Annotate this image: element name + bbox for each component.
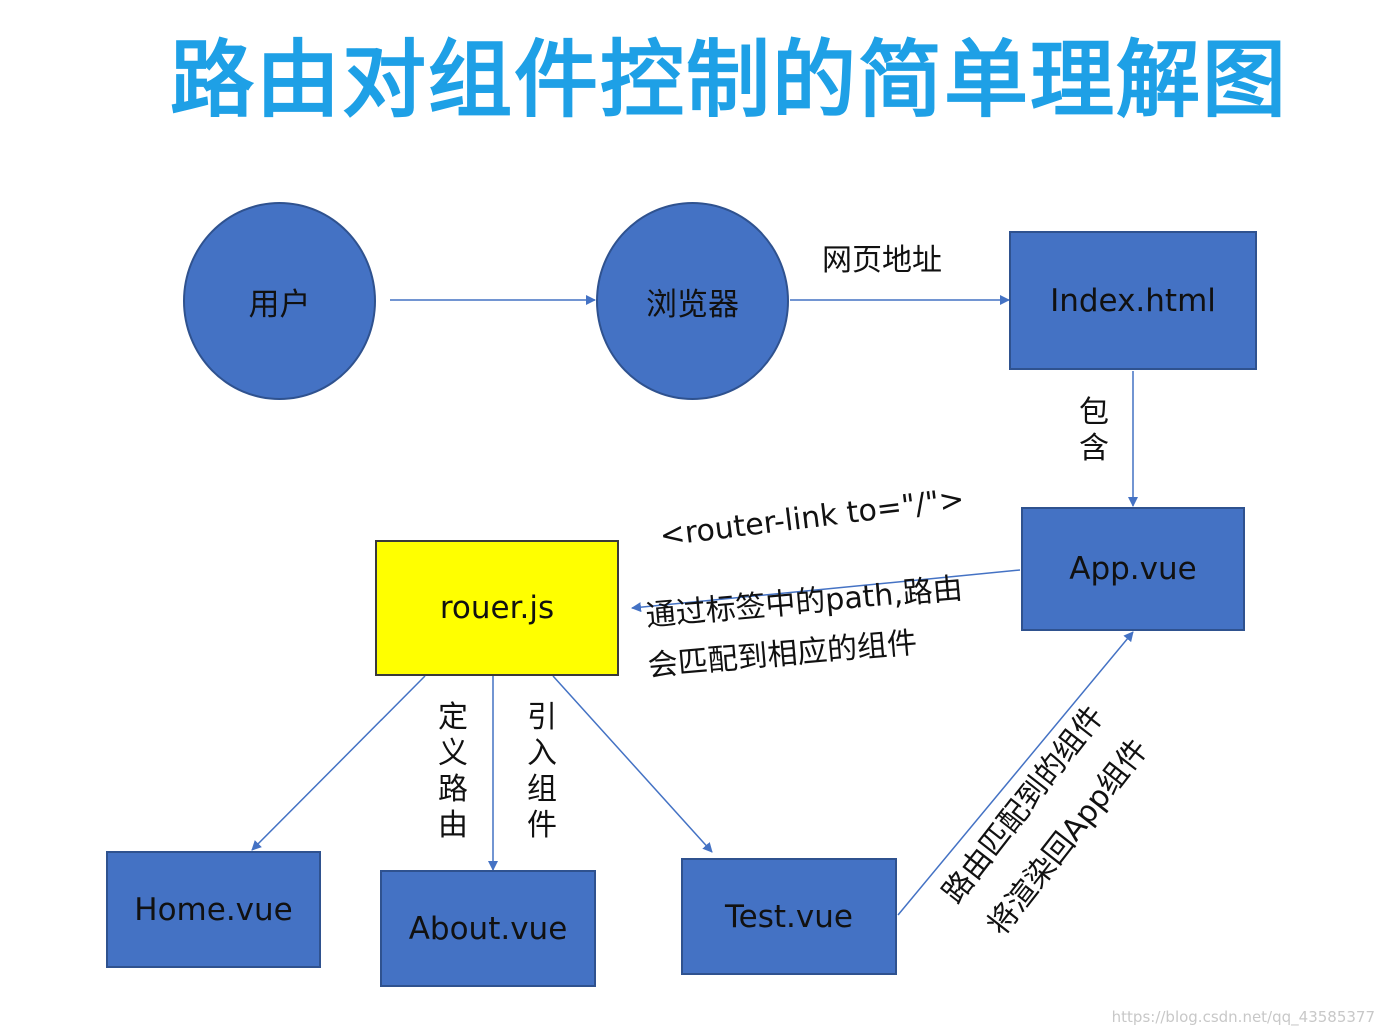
arrow-app-to-router [631,569,1021,613]
contains-label: 包含 [1079,395,1109,466]
router-js-label: rouer.js [439,590,555,626]
import-component-label: 引入组件 [527,700,557,843]
browser-label: 浏览器 [646,286,739,323]
browser-node: 浏览器 [596,202,789,400]
about-vue-label: About.vue [408,910,568,947]
app-vue-label: App.vue [1069,551,1197,587]
arrow-test-to-app [897,631,1134,916]
test-vue-label: Test.vue [725,898,853,935]
index-html-label: Index.html [1050,282,1216,319]
arrow-router-to-home [251,675,426,851]
index-html-node: Index.html [1009,231,1257,370]
test-vue-node: Test.vue [681,858,897,975]
router-js-node: rouer.js [375,540,619,676]
arrow-router-to-test [552,675,713,853]
home-vue-node: Home.vue [106,851,321,968]
home-vue-label: Home.vue [134,891,293,928]
user-node: 用户 [183,202,376,400]
app-vue-node: App.vue [1021,507,1245,631]
web-address-label: 网页地址 [822,243,942,278]
about-vue-node: About.vue [380,870,596,987]
define-route-label: 定义路由 [438,700,468,843]
user-label: 用户 [248,286,311,323]
diagram-title: 路由对组件控制的简单理解图 [170,31,1289,129]
watermark: https://blog.csdn.net/qq_43585377 [1111,1008,1375,1026]
